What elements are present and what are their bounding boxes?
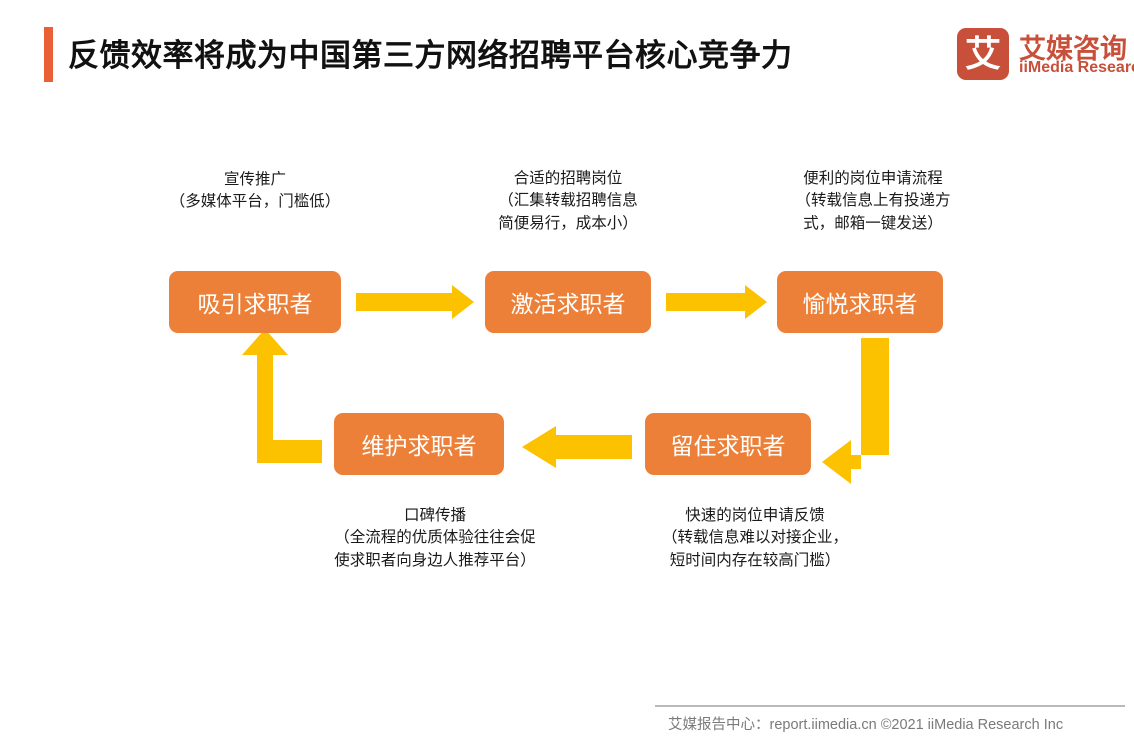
logo-name-en: iiMedia Research [1019, 59, 1134, 76]
caption-line: 使求职者向身边人推荐平台） [334, 551, 536, 569]
arrow-delight-to-retain [822, 338, 889, 484]
logo-name-cn: 艾媒咨询 [1019, 34, 1127, 64]
arrow-retain-to-maintain [522, 426, 632, 468]
caption-attract: 宣传推广 （多媒体平台，门槛低） [144, 169, 366, 214]
caption-maintain: 口碑传播 （全流程的优质体验往往会促 使求职者向身边人推荐平台） [290, 505, 580, 572]
node-attract[interactable]: 吸引求职者 [169, 271, 341, 333]
caption-line: （转载信息上有投递方 [795, 192, 951, 210]
arrow-attract-to-activate [356, 285, 474, 319]
title-accent-bar [44, 27, 53, 82]
node-activate[interactable]: 激活求职者 [485, 271, 651, 333]
caption-activate: 合适的招聘岗位 （汇集转载招聘信息 简便易行，成本小） [462, 168, 674, 235]
page-title: 反馈效率将成为中国第三方网络招聘平台核心竞争力 [68, 38, 793, 73]
caption-line: 合适的招聘岗位 [513, 170, 623, 187]
page-footer: 艾媒报告中心：report.iimedia.cn ©2021 iiMedia R… [0, 705, 1134, 737]
caption-line: （汇集转载招聘信息 [498, 192, 638, 210]
footer-divider [655, 705, 1125, 707]
caption-line: （转载信息难以对接企业， [661, 529, 848, 547]
logo-mark-icon: 艾 [957, 28, 1009, 80]
caption-line: 便利的岗位申请流程 [803, 170, 943, 187]
caption-delight: 便利的岗位申请流程 （转载信息上有投递方 式，邮箱一键发送） [768, 168, 978, 235]
caption-line: （全流程的优质体验往往会促 [334, 529, 536, 547]
caption-line: 快速的岗位申请反馈 [685, 507, 825, 524]
caption-line: 式，邮箱一键发送） [803, 214, 943, 232]
node-maintain[interactable]: 维护求职者 [334, 413, 504, 475]
arrow-activate-to-delight [666, 285, 767, 319]
caption-line: 口碑传播 [403, 507, 466, 524]
caption-retain: 快速的岗位申请反馈 （转载信息难以对接企业， 短时间内存在较高门槛） [635, 505, 875, 572]
arrow-maintain-to-attract [242, 329, 322, 463]
page-header: 反馈效率将成为中国第三方网络招聘平台核心竞争力 艾 艾媒咨询 iiMedia R… [0, 0, 1134, 110]
node-retain[interactable]: 留住求职者 [645, 413, 811, 475]
cycle-diagram: 吸引求职者 激活求职者 愉悦求职者 留住求职者 维护求职者 宣传推广 （多媒体平… [0, 110, 1134, 680]
caption-line: 简便易行，成本小） [498, 214, 638, 232]
footer-text: 艾媒报告中心：report.iimedia.cn ©2021 iiMedia R… [668, 717, 1064, 733]
caption-line: 宣传推广 [223, 171, 286, 188]
caption-line: 短时间内存在较高门槛） [669, 551, 841, 569]
caption-line: （多媒体平台，门槛低） [169, 193, 341, 211]
node-delight[interactable]: 愉悦求职者 [777, 271, 943, 333]
brand-logo: 艾 艾媒咨询 iiMedia Research [957, 26, 1134, 84]
